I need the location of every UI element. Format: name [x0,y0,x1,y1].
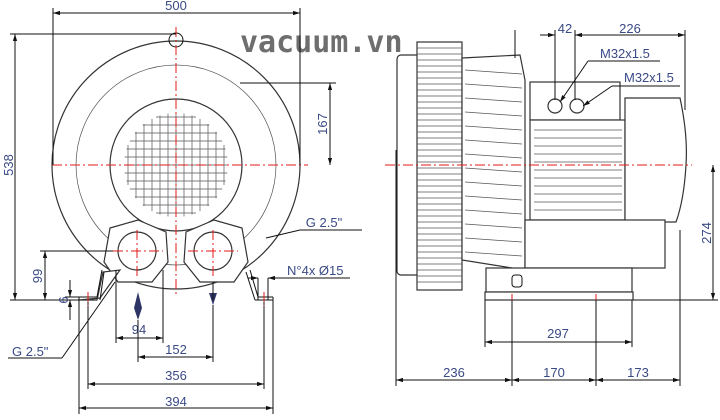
dim-port-spacing: 152 [165,342,187,357]
dim-port-width: 94 [132,322,146,337]
housing-back-fins [464,69,523,257]
cable-gland-1 [547,98,563,114]
back-fin [464,97,523,103]
left-foot-outline [79,269,105,301]
motor-fan-cover-side [624,97,687,223]
label-cable-gland-2: M32x1.5 [624,70,674,85]
dim-base-length: 297 [547,326,569,341]
dim-hole-spacing: 356 [165,368,187,383]
dim-port-height: 99 [30,269,45,283]
label-outlet-thread: G 2.5" [306,215,343,230]
cable-gland-2 [569,98,585,114]
dim-side-hole-spacing: 170 [543,365,565,380]
impeller-housing [416,41,463,291]
back-fin [464,111,523,117]
back-fin [464,83,523,89]
housing-side-fins [417,47,462,283]
dim-shaft-height: 274 [699,222,714,244]
silencer-body [524,219,666,269]
right-foot-outline [245,269,274,301]
left-foot [78,269,122,301]
back-fin [464,195,523,201]
dim-foot-width: 394 [165,394,187,409]
dim-gland-to-end: 226 [619,21,641,36]
motor-cooling-fins [534,129,622,211]
back-fin [464,237,523,243]
base-plate [485,267,633,293]
dim-center-to-top: 167 [315,113,330,135]
side-view: 42 226 M32x1.5 M32x1.5 274 297 236 170 1… [385,21,718,386]
label-inlet-thread: G 2.5" [12,344,49,359]
back-fin [464,69,523,75]
label-mounting-holes: N°4x Ø15 [287,263,344,278]
dim-foot-thickness: 6 [56,296,71,303]
watermark: vacuum.vn [240,25,403,60]
housing-back [461,54,526,271]
label-cable-gland-1: M32x1.5 [600,46,650,61]
dim-gland-spacing: 42 [558,21,572,36]
back-fin [464,209,523,215]
dim-hole-to-end: 173 [627,365,649,380]
front-view: 500 538 167 99 6 94 152 356 394 G 2.5" N [1,0,362,414]
back-fin [464,223,523,229]
back-fin [464,153,523,159]
inlet-flow-arrow-icon [134,292,142,320]
base-foot [484,291,634,301]
dim-width: 500 [165,0,187,13]
dim-front-to-hole: 236 [443,365,465,380]
dim-height: 538 [1,154,16,176]
back-fin [464,251,523,257]
back-fin [464,167,523,173]
base-handle [511,274,523,288]
back-fin [464,125,523,131]
back-fin [464,139,523,145]
back-fin [464,181,523,187]
